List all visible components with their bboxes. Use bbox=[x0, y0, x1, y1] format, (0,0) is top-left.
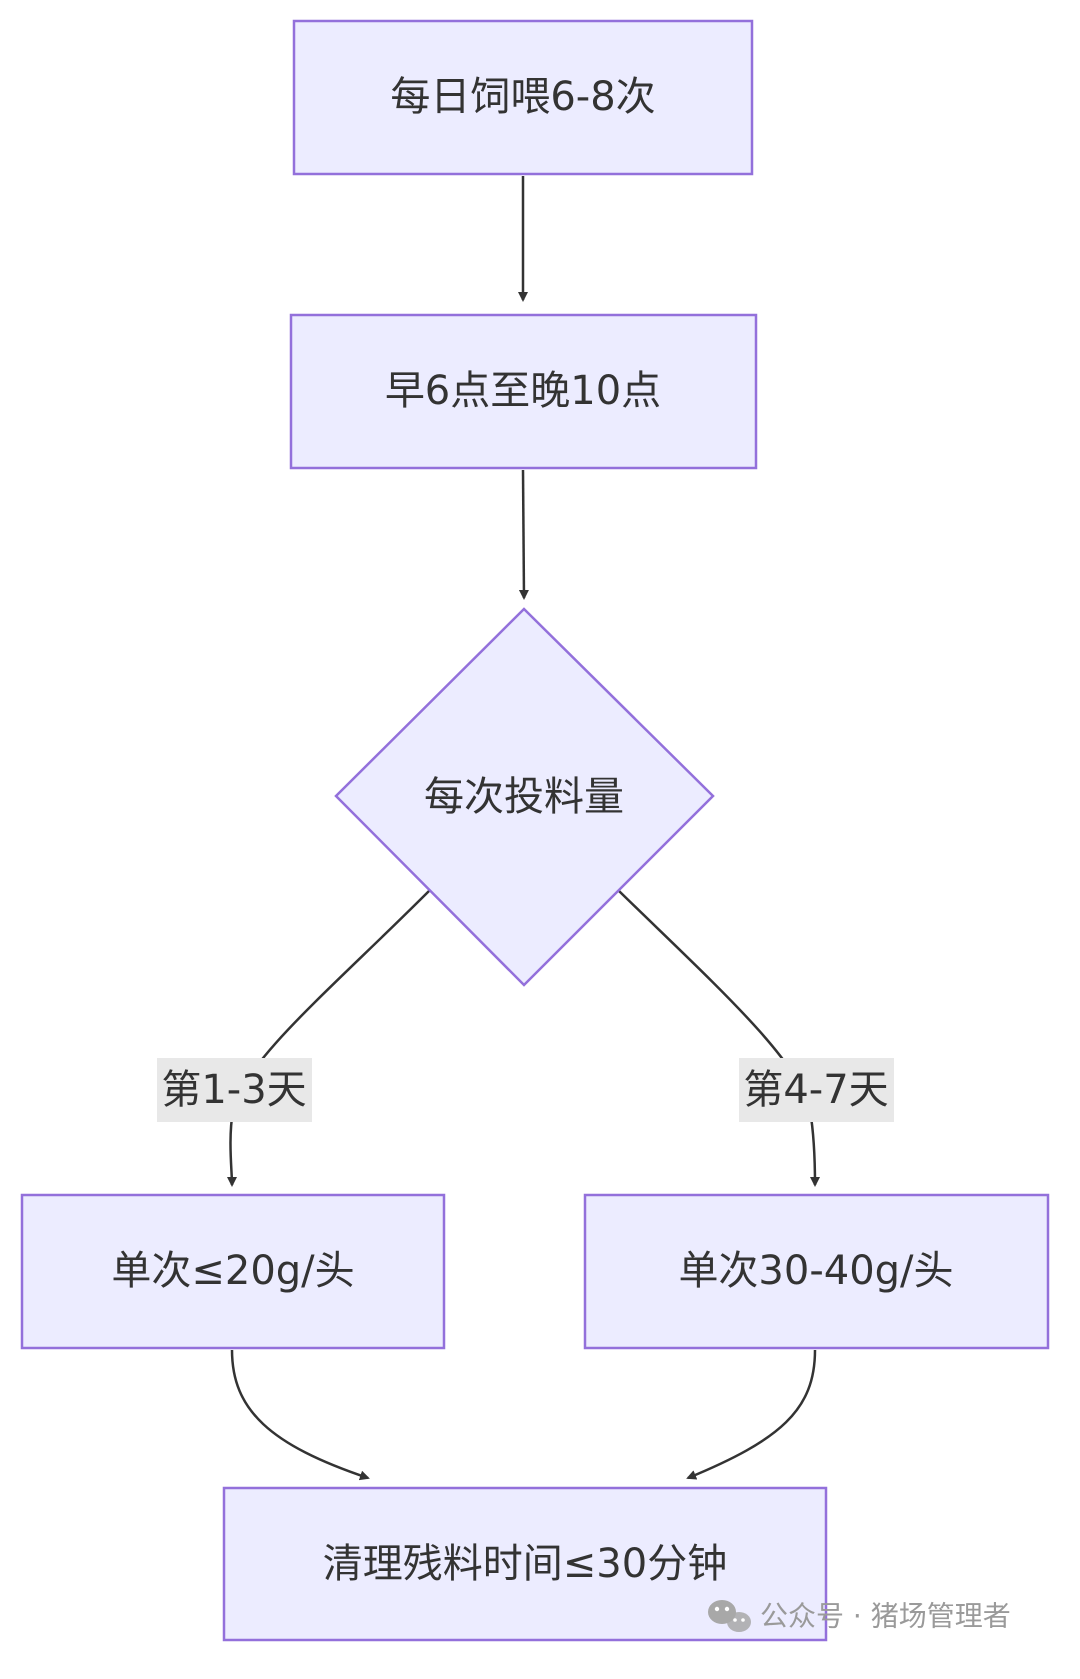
watermark-text: 公众号 · 猪场管理者 bbox=[760, 1600, 1011, 1633]
edge-decision-to-large bbox=[617, 889, 820, 1187]
node-amount-decision: 每次投料量 bbox=[334, 607, 715, 987]
node-amount-small-label: 单次≤20g/头 bbox=[111, 1248, 354, 1294]
node-cleanup-label: 清理残料时间≤30分钟 bbox=[323, 1541, 727, 1587]
edge-small-to-cleanup bbox=[230, 1349, 370, 1481]
node-feed-hours-label: 早6点至晚10点 bbox=[385, 368, 661, 414]
wechat-icon bbox=[708, 1600, 751, 1632]
node-amount-large-label: 单次30-40g/头 bbox=[678, 1248, 953, 1294]
edge-label-days-1-3: 第1-3天 bbox=[157, 1058, 312, 1122]
edge-label-days-4-7: 第4-7天 bbox=[739, 1058, 894, 1122]
node-feed-frequency-label: 每日饲喂6-8次 bbox=[390, 74, 655, 120]
node-amount-large: 单次30-40g/头 bbox=[583, 1193, 1050, 1350]
node-feed-frequency: 每日饲喂6-8次 bbox=[292, 19, 754, 176]
edge-label-days-4-7-text: 第4-7天 bbox=[743, 1067, 888, 1113]
edge-large-to-cleanup bbox=[686, 1349, 817, 1480]
node-amount-small: 单次≤20g/头 bbox=[20, 1193, 446, 1350]
node-amount-decision-label: 每次投料量 bbox=[424, 774, 624, 820]
node-feed-hours: 早6点至晚10点 bbox=[289, 313, 758, 470]
edge-label-days-1-3-text: 第1-3天 bbox=[161, 1067, 306, 1113]
edge-hours-to-decision bbox=[518, 469, 529, 600]
watermark: 公众号 · 猪场管理者 bbox=[708, 1600, 1011, 1633]
edge-decision-to-small bbox=[226, 889, 431, 1187]
